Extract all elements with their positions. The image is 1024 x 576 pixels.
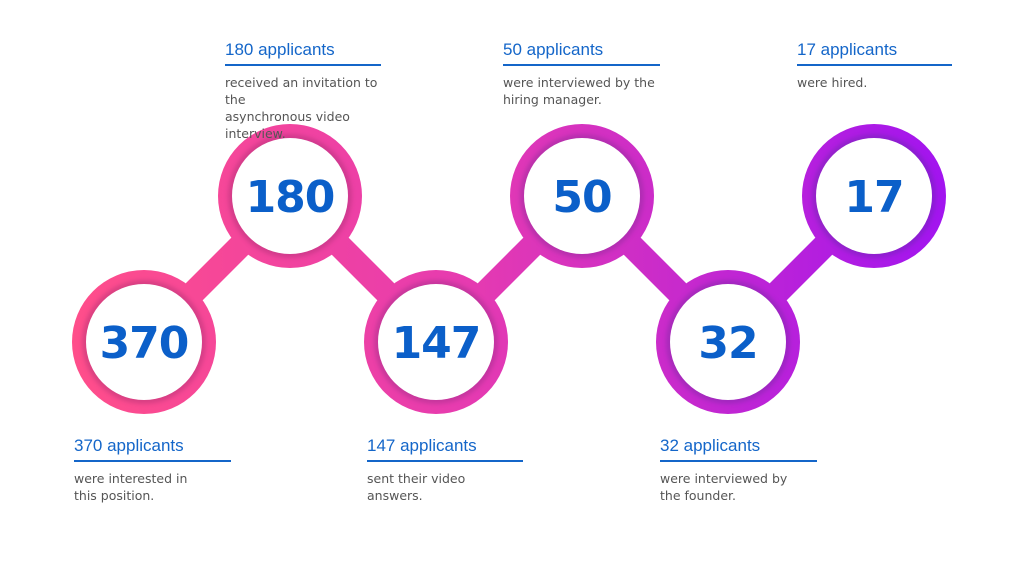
- stage-number-370: 370: [100, 318, 189, 369]
- ring-180: 180: [218, 124, 362, 268]
- caption-description: received an invitation to the asynchrono…: [225, 75, 378, 141]
- caption-stage-180: 180 applicants received an invitation to…: [225, 40, 381, 142]
- caption-description: were hired.: [797, 75, 868, 90]
- stage-number-17: 17: [844, 172, 903, 223]
- caption-stage-32: 32 applicants were interviewed by the fo…: [660, 436, 817, 504]
- ring-50: 50: [510, 124, 654, 268]
- caption-title: 180 applicants: [225, 40, 381, 66]
- stage-number-32: 32: [698, 318, 757, 369]
- caption-stage-147: 147 applicants sent their video answers.: [367, 436, 523, 504]
- caption-stage-370: 370 applicants were interested in this p…: [74, 436, 231, 504]
- caption-description: were interested in this position.: [74, 471, 188, 503]
- caption-description: were interviewed by the founder.: [660, 471, 788, 503]
- stage-number-180: 180: [246, 172, 335, 223]
- caption-description: were interviewed by the hiring manager.: [503, 75, 655, 107]
- ring-17: 17: [802, 124, 946, 268]
- stage-number-147: 147: [392, 318, 481, 369]
- ring-32: 32: [656, 270, 800, 414]
- ring-370: 370: [72, 270, 216, 414]
- ring-147: 147: [364, 270, 508, 414]
- caption-title: 50 applicants: [503, 40, 660, 66]
- caption-stage-50: 50 applicants were interviewed by the hi…: [503, 40, 660, 108]
- caption-stage-17: 17 applicants were hired.: [797, 40, 952, 91]
- caption-description: sent their video answers.: [367, 471, 466, 503]
- caption-title: 32 applicants: [660, 436, 817, 462]
- stage-number-50: 50: [552, 172, 611, 223]
- caption-title: 17 applicants: [797, 40, 952, 66]
- caption-title: 370 applicants: [74, 436, 231, 462]
- caption-title: 147 applicants: [367, 436, 523, 462]
